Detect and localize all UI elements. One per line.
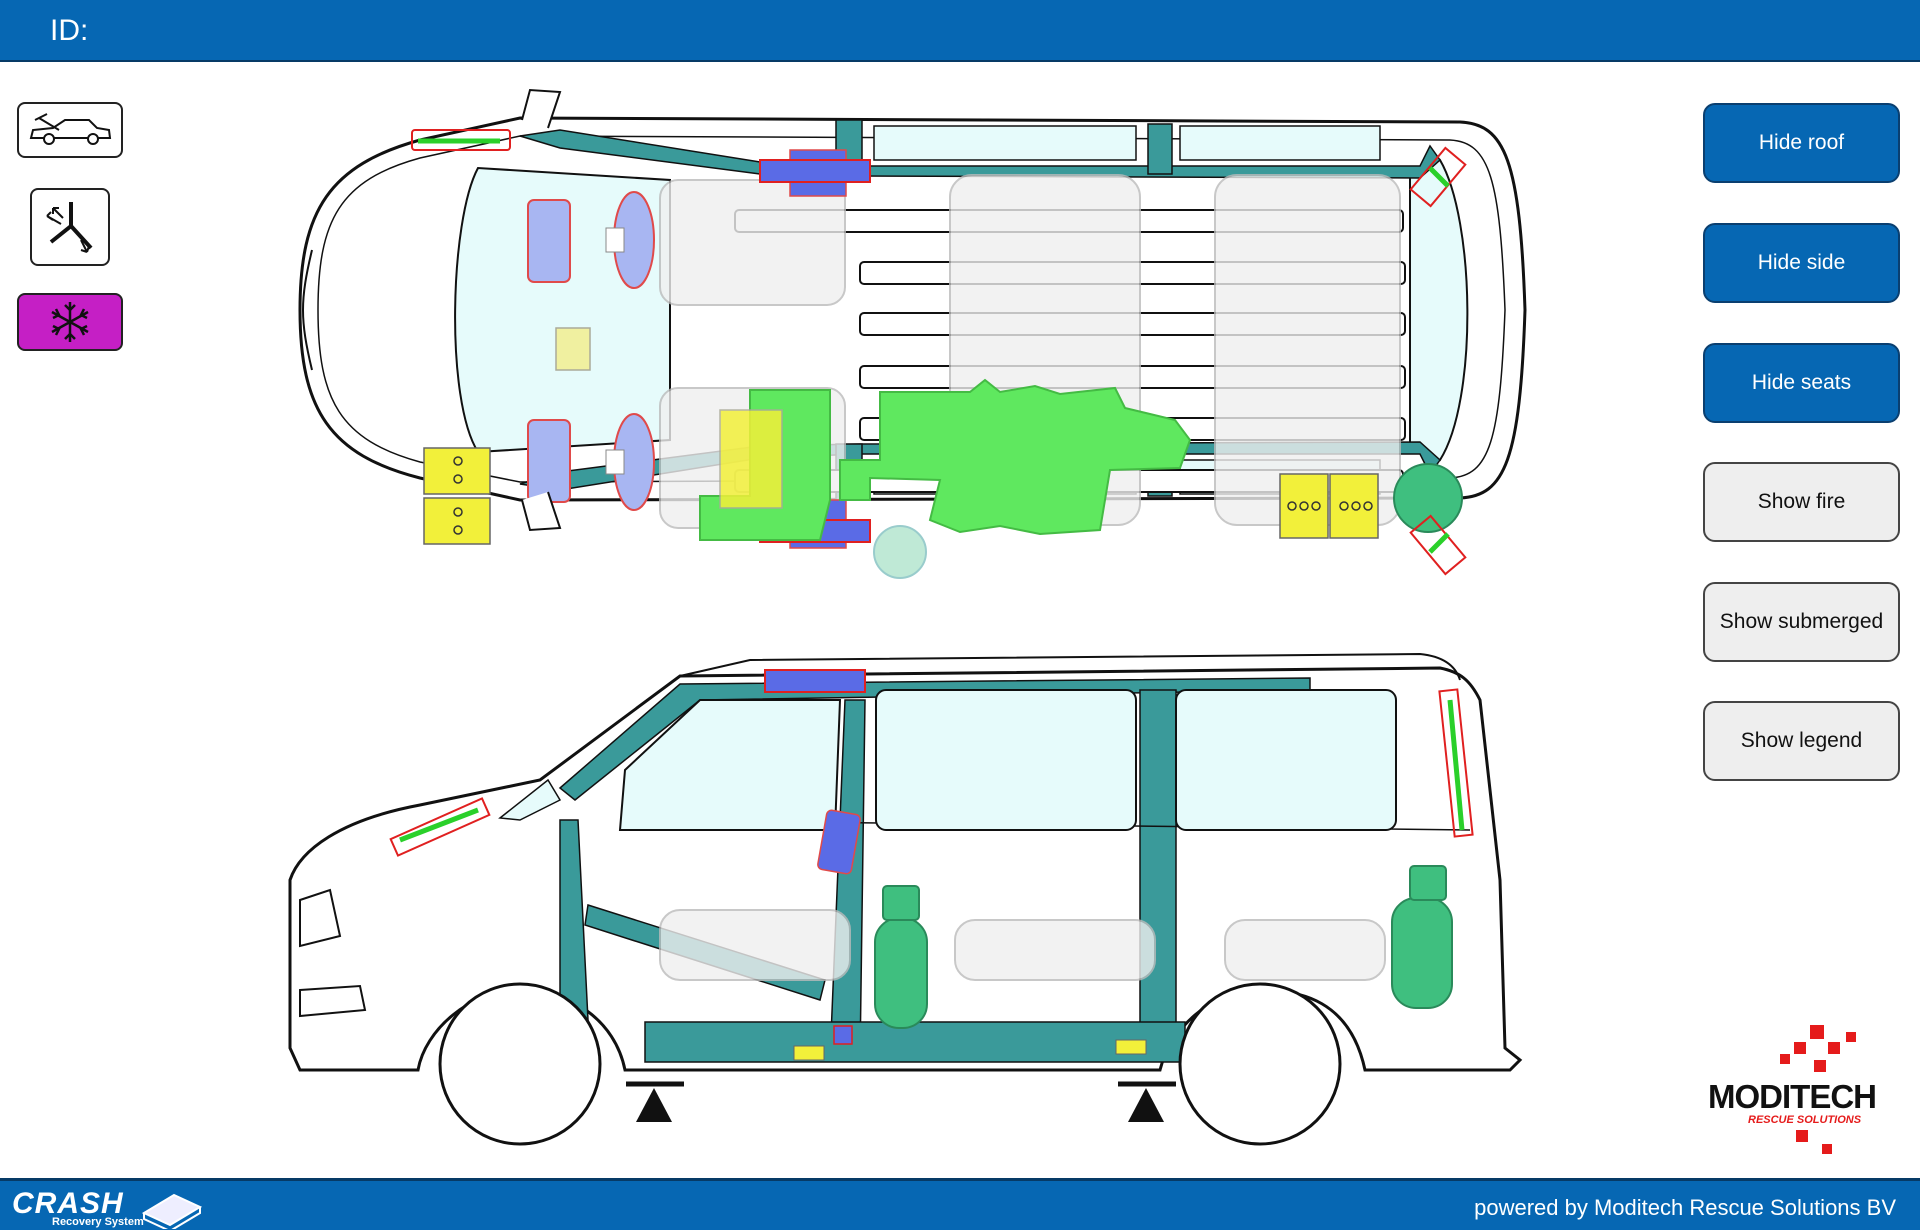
top-bar: ID: — [0, 0, 1920, 62]
airbag-deployment-icon — [46, 202, 93, 253]
id-label: ID: — [50, 14, 89, 47]
ac-button[interactable] — [17, 293, 123, 351]
hide-seats-button[interactable]: Hide seats — [1703, 343, 1900, 423]
top-view — [298, 88, 1527, 579]
show-fire-button[interactable]: Show fire — [1703, 462, 1900, 542]
airbag-button[interactable] — [30, 188, 110, 266]
hide-side-button[interactable]: Hide side — [1703, 223, 1900, 303]
show-legend-button[interactable]: Show legend — [1703, 701, 1900, 781]
car-side-icon — [29, 113, 112, 145]
snowflake-icon — [51, 302, 89, 342]
moditech-wordmark: MODITECH — [1708, 1078, 1877, 1115]
moditech-tagline: RESCUE SOLUTIONS — [1748, 1114, 1862, 1126]
show-submerged-button[interactable]: Show submerged — [1703, 582, 1900, 662]
crash-logo-subtitle: Recovery System — [52, 1216, 144, 1228]
bottom-bar: CRASH Recovery System powered by Moditec… — [0, 1178, 1920, 1230]
car-view-button[interactable] — [17, 102, 123, 158]
crash-logo: CRASH Recovery System — [12, 1187, 203, 1229]
vehicle-rescue-diagram — [288, 88, 1527, 1146]
side-view — [288, 652, 1523, 1146]
crash-logo-title: CRASH — [12, 1187, 124, 1220]
moditech-logo: MODITECH RESCUE SOLUTIONS — [1700, 1020, 1910, 1155]
hide-roof-button[interactable]: Hide roof — [1703, 103, 1900, 183]
crash-logo-icon — [141, 1193, 203, 1229]
moditech-logo-mark — [1780, 1025, 1856, 1154]
powered-by-text: powered by Moditech Rescue Solutions BV — [1474, 1195, 1896, 1220]
